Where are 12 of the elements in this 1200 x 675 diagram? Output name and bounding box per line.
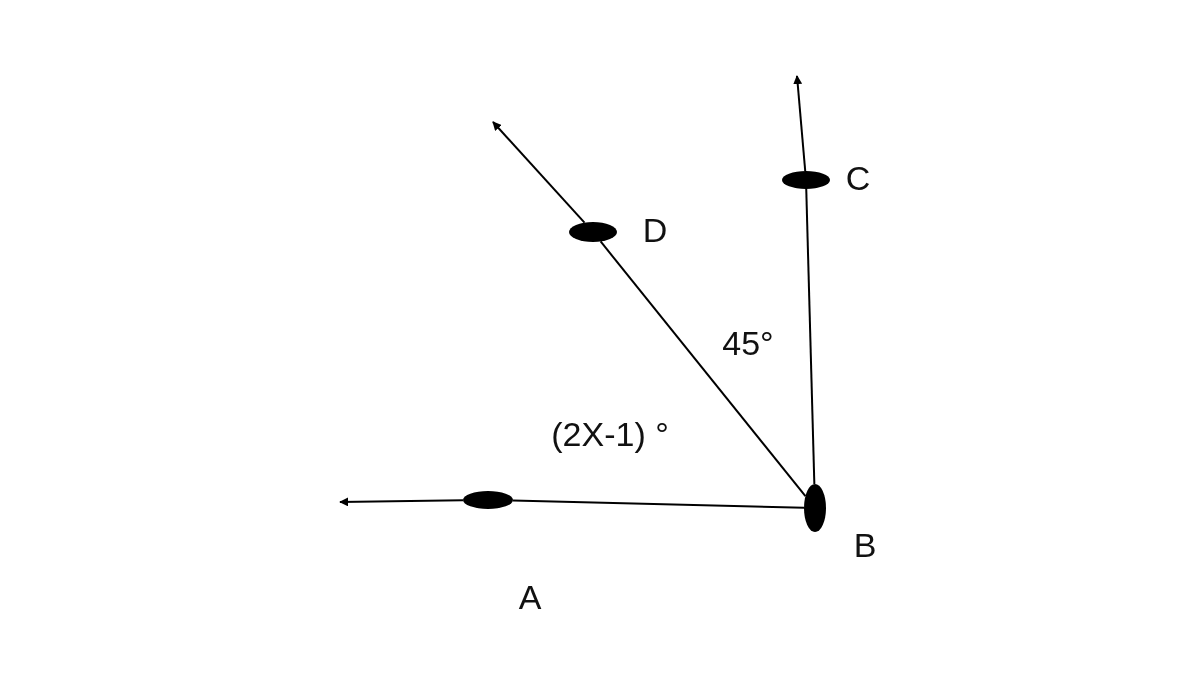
line-segment — [511, 499, 805, 509]
point-label: C — [845, 161, 871, 195]
ray-arrow — [492, 121, 586, 224]
ray-arrow — [339, 497, 464, 507]
angle-label: (2X-1) ° — [551, 417, 669, 451]
point-label: D — [642, 213, 668, 247]
ray-arrow — [793, 75, 807, 172]
angle-label: 45° — [722, 326, 774, 360]
point-label: B — [853, 528, 877, 562]
line-segment — [599, 240, 807, 498]
line-segment — [805, 188, 816, 486]
point-label: A — [518, 580, 542, 614]
